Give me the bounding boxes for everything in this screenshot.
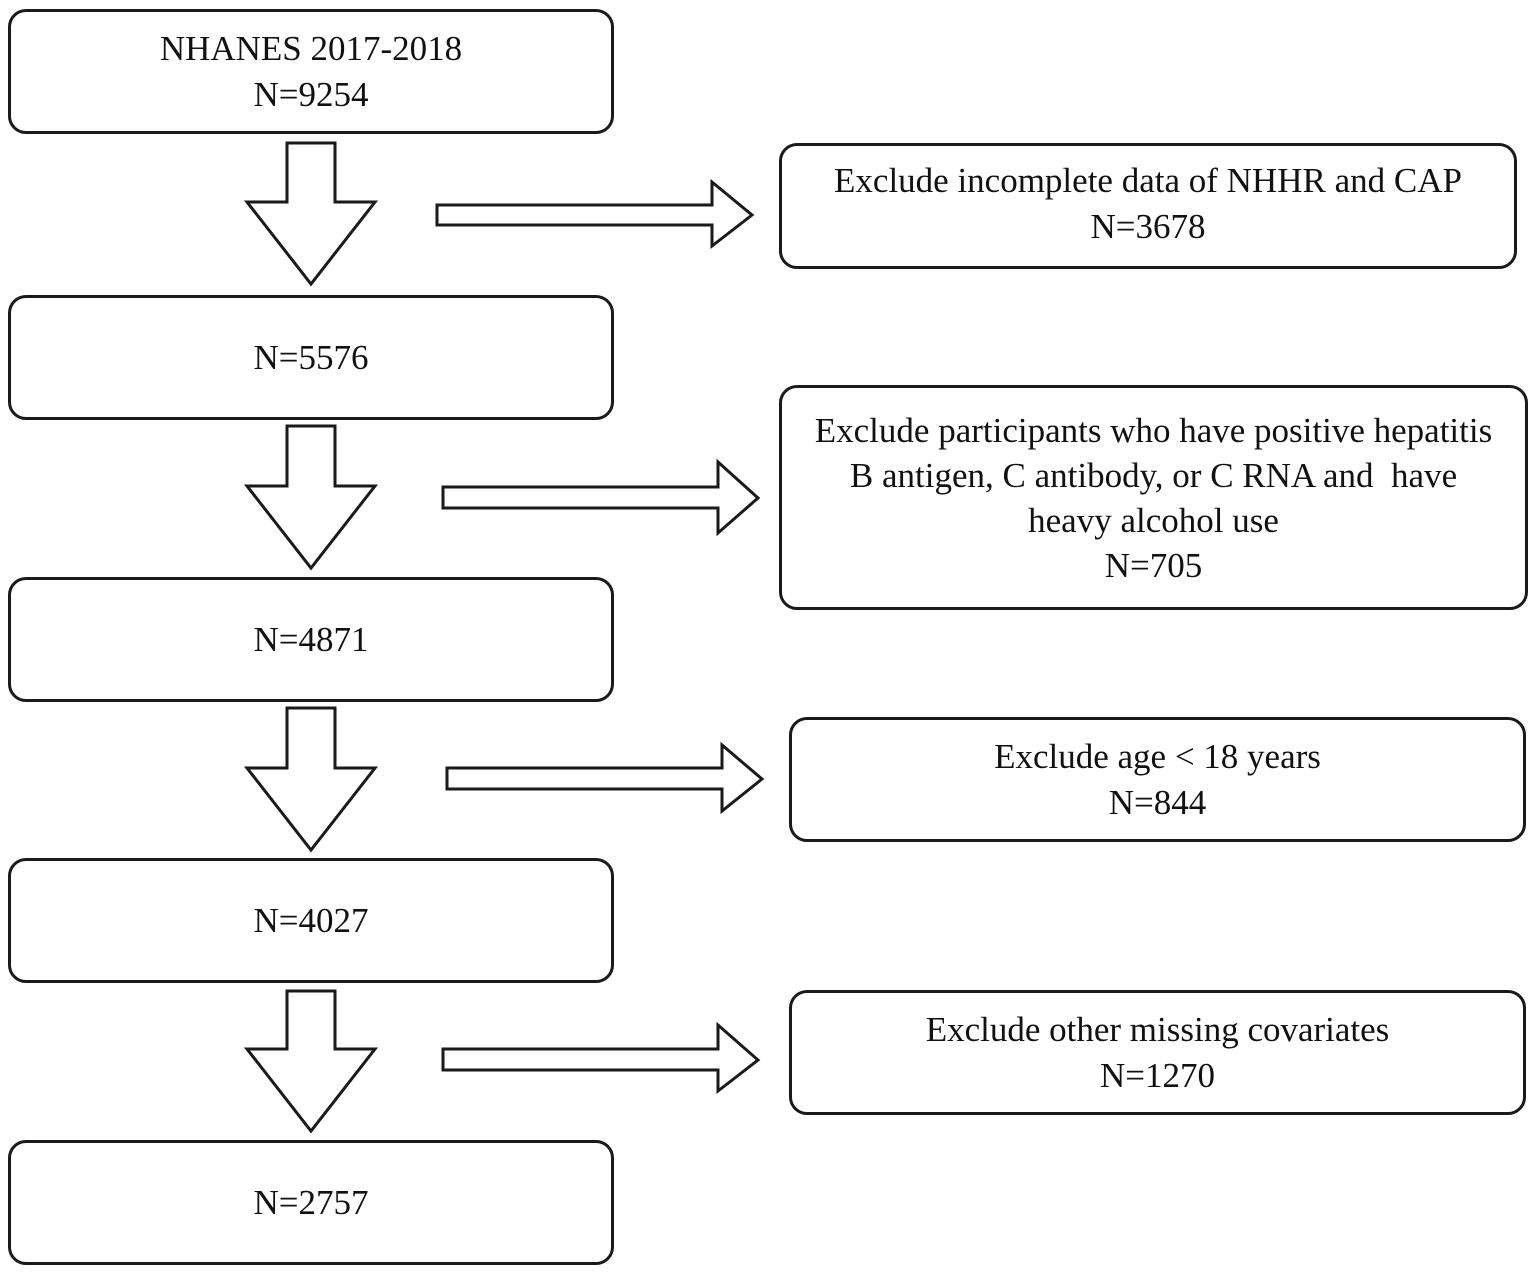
box-text-line: N=4871: [253, 619, 369, 659]
box-text-line: N=5576: [253, 337, 369, 377]
box-text-line: N=705: [1104, 545, 1203, 585]
box-text-line: N=9254: [253, 74, 369, 114]
down-arrow-3: [243, 706, 379, 853]
box-text-line: N=3678: [1090, 207, 1206, 246]
right-arrow-4: [441, 1021, 761, 1095]
box-text-line: N=1270: [1099, 1055, 1215, 1095]
box-text-line: B antigen, C antibody, or C RNA and have: [849, 455, 1458, 495]
down-arrow-4: [243, 989, 379, 1134]
right-arrow-1: [435, 178, 755, 250]
box-text-line: Exclude age < 18 years: [994, 736, 1321, 776]
flow-box-step-2: N=5576: [8, 295, 614, 420]
right-arrow-3: [445, 741, 765, 815]
box-text-line: N=4027: [253, 900, 369, 940]
exclusion-box-3: Exclude age < 18 years N=844: [789, 717, 1526, 842]
down-arrow-2: [243, 424, 379, 571]
right-arrow-2: [441, 458, 761, 537]
box-text-line: Exclude other missing covariates: [925, 1009, 1390, 1049]
flow-box-step-4: N=4027: [8, 858, 614, 983]
box-text-line: N=2757: [253, 1182, 369, 1222]
box-text-line: N=844: [1108, 782, 1207, 822]
exclusion-box-4: Exclude other missing covariates N=1270: [789, 990, 1526, 1115]
exclusion-box-1: Exclude incomplete data of NHHR and CAP …: [779, 143, 1517, 269]
flow-box-step-3: N=4871: [8, 577, 614, 702]
box-text-line: Exclude participants who have positive h…: [814, 410, 1493, 450]
box-text-line: heavy alcohol use: [1028, 500, 1279, 540]
box-text-line: NHANES 2017-2018: [159, 28, 463, 68]
exclusion-box-2: Exclude participants who have positive h…: [779, 385, 1528, 610]
box-text-line: Exclude incomplete data of NHHR and CAP: [834, 161, 1462, 200]
flow-box-start: NHANES 2017-2018 N=9254: [8, 9, 614, 134]
down-arrow-1: [243, 141, 379, 287]
flow-box-final: N=2757: [8, 1140, 614, 1265]
